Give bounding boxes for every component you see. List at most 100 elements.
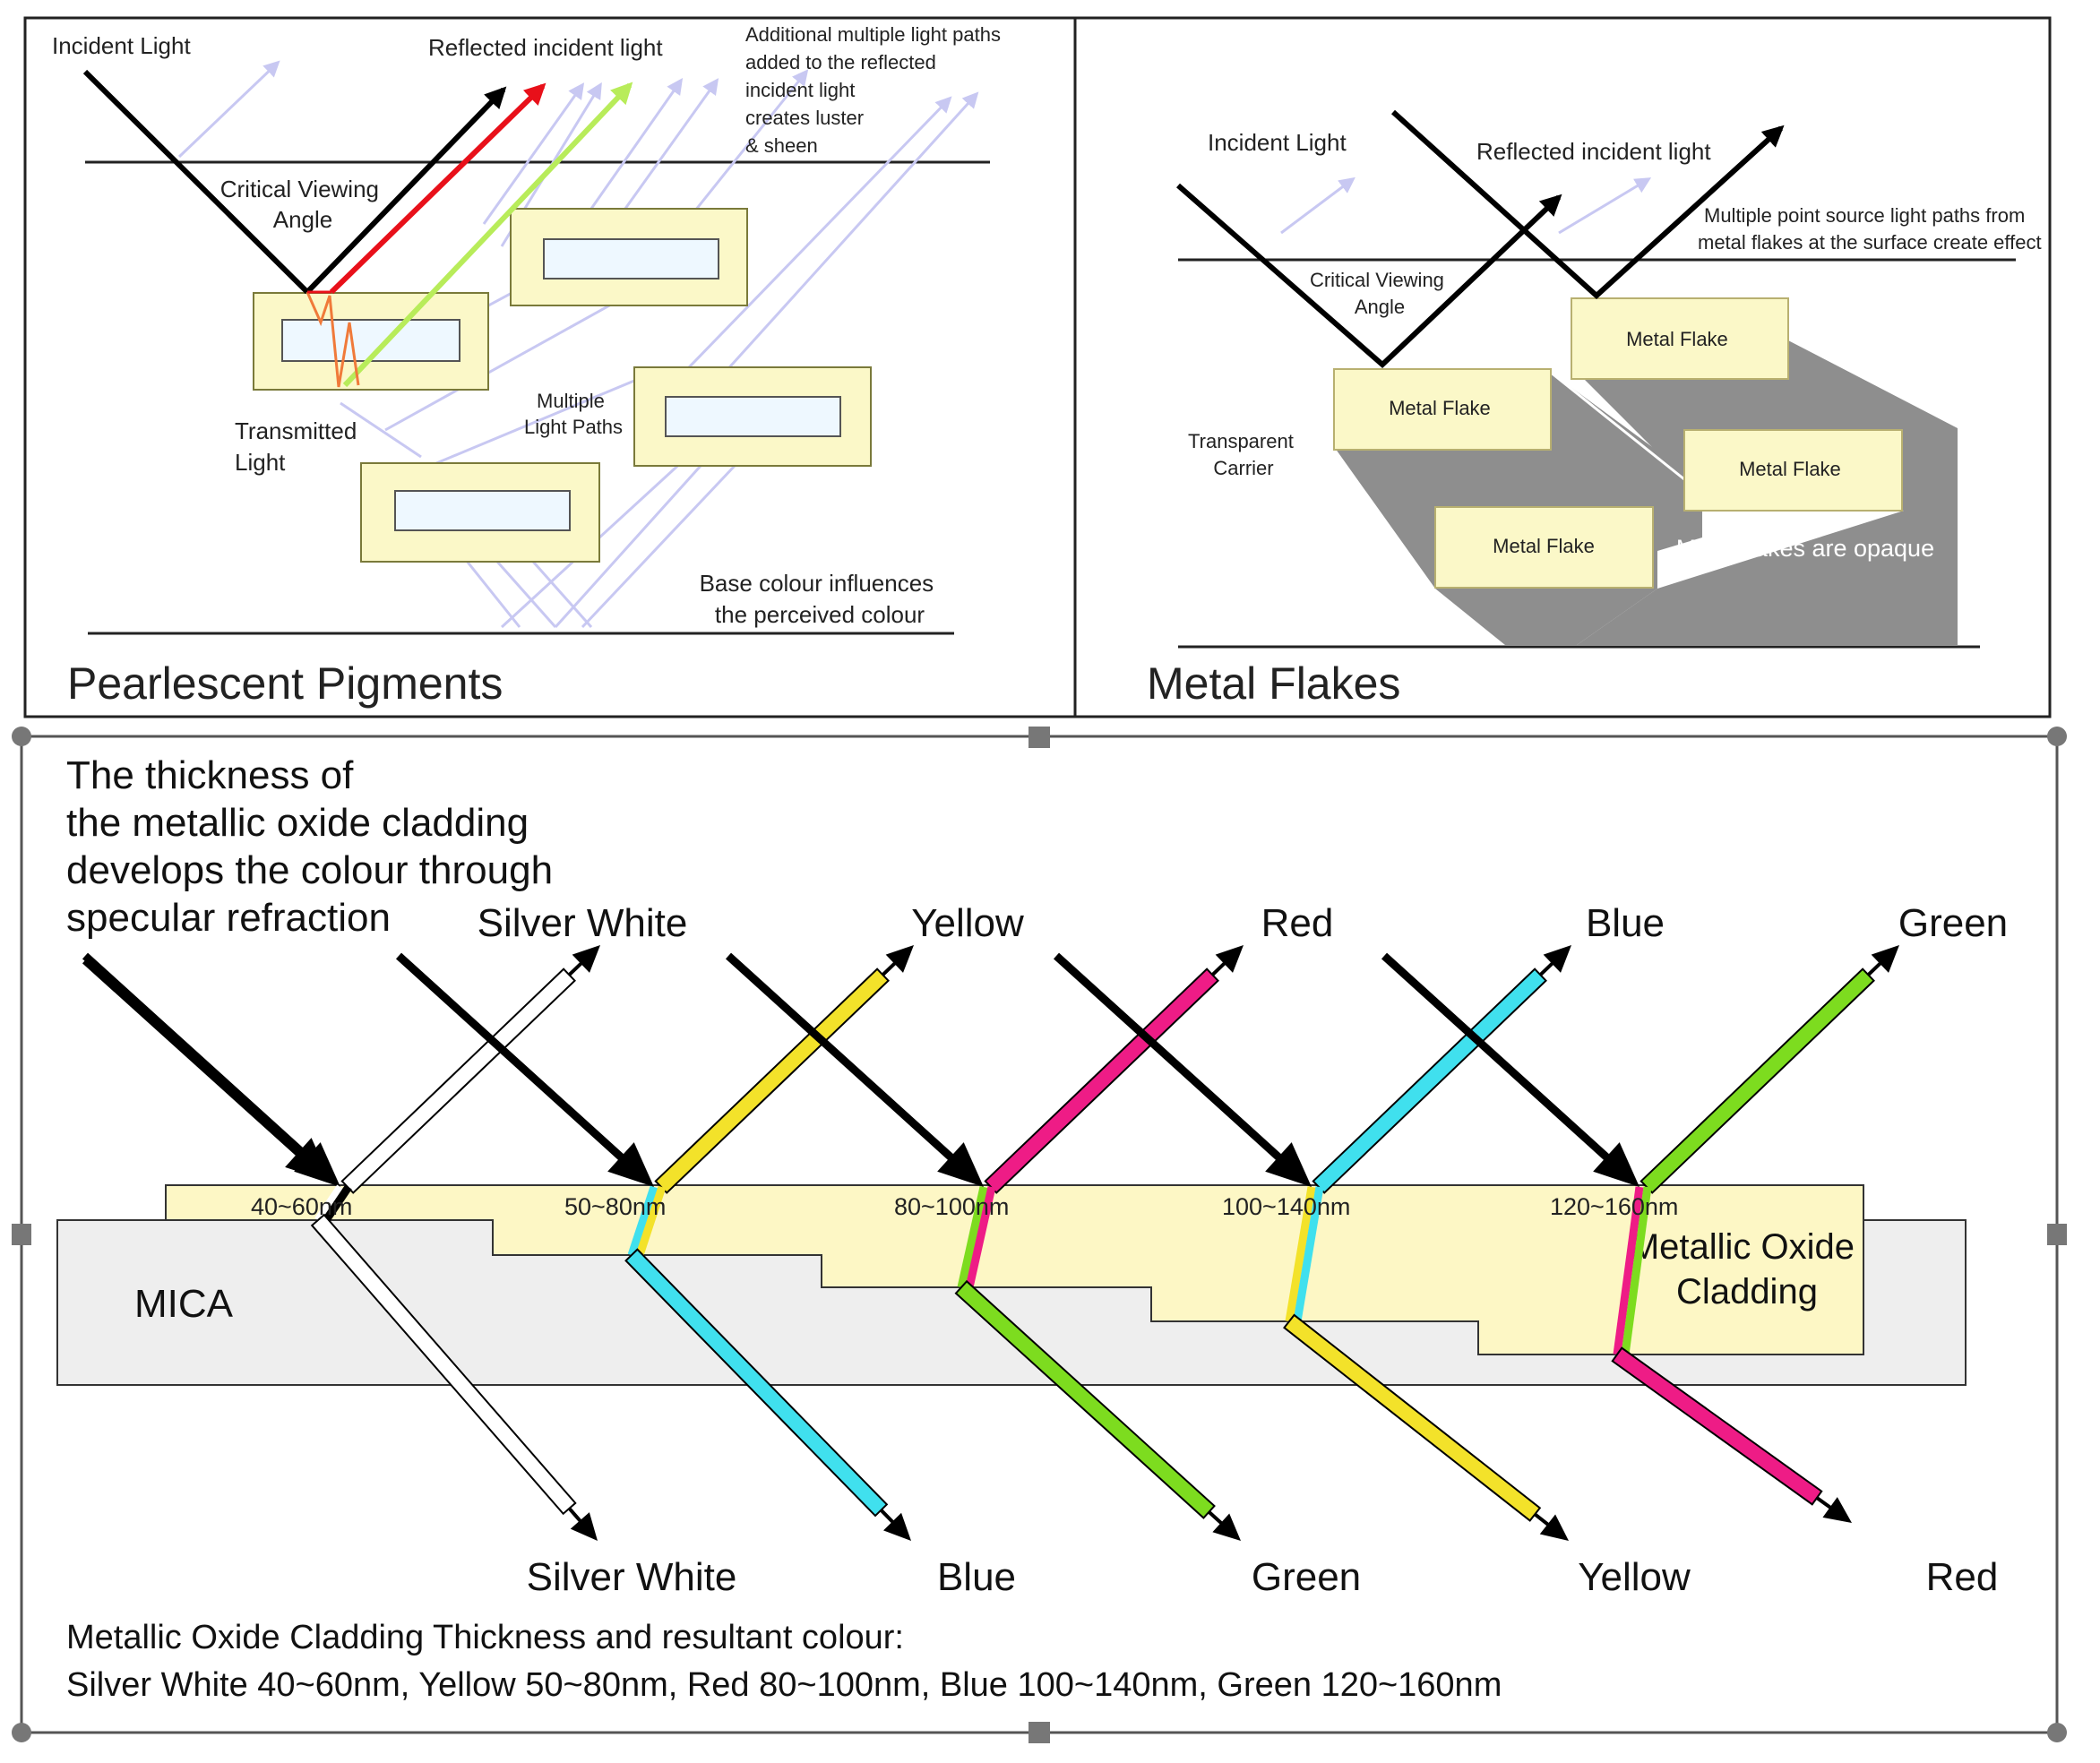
svg-text:The thickness of the met: The thickness of the metallic oxide clad… bbox=[66, 753, 564, 940]
carrier-line: Transparent bbox=[1188, 430, 1294, 452]
base-colour-line: Base colour influences bbox=[700, 570, 934, 597]
pearl-critical-angle-line: Critical Viewing bbox=[220, 176, 379, 202]
reflected-ray bbox=[1312, 945, 1572, 1194]
pearl-incident-ray bbox=[82, 69, 310, 295]
svg-text:Base colour influences t: Base colour influences the perceived col… bbox=[700, 570, 941, 628]
metal-reflected-label: Reflected incident light bbox=[1476, 138, 1711, 165]
svg-text:Multiple point source light pa: Multiple point source light paths from m… bbox=[1698, 204, 2042, 254]
multiple-paths-line: Light Paths bbox=[524, 416, 623, 438]
metal-flake-label: Metal Flake bbox=[1493, 535, 1595, 557]
summary-line: Metallic Oxide Cladding Thickness and re… bbox=[66, 1619, 904, 1656]
point-source-line: Multiple point source light paths from bbox=[1704, 204, 2025, 227]
metal-flake bbox=[1434, 506, 1654, 589]
svg-text:Metallic Oxide Cladding: Metallic Oxide Cladding bbox=[1630, 1227, 1864, 1312]
reflected-ray bbox=[340, 945, 601, 1194]
selection-handles bbox=[12, 727, 2067, 1743]
reflected-colour-label: Red bbox=[1261, 901, 1334, 945]
transmitted-ray bbox=[624, 1248, 911, 1541]
transmitted-light-line: Light bbox=[235, 449, 286, 476]
pearl-flakes bbox=[253, 208, 872, 563]
pearl-red-ray bbox=[329, 82, 547, 295]
cladding-panel: MICA Metallic Oxide Cladding The thickne… bbox=[12, 727, 2067, 1743]
cladding-rays bbox=[82, 945, 1900, 1542]
metal-panel: Metal Flake Metal Flake Metal Flake Meta… bbox=[1147, 109, 2042, 709]
point-source-line: metal flakes at the surface create effec… bbox=[1698, 231, 2042, 254]
reflected-ray bbox=[1640, 945, 1900, 1194]
metal-title: Metal Flakes bbox=[1147, 658, 1400, 709]
pearl-orange-refraction bbox=[306, 291, 360, 388]
refraction-segment bbox=[1621, 1186, 1652, 1355]
reflected-colour-label: Blue bbox=[1586, 901, 1665, 945]
svg-text:Transparent Carrier: Transparent Carrier bbox=[1188, 430, 1299, 479]
svg-text:Critical Viewing Angle: Critical Viewing Angle bbox=[1310, 269, 1450, 318]
incident-ray bbox=[725, 952, 985, 1187]
intro-line: specular refraction bbox=[66, 896, 391, 940]
reflected-colour-label: Silver White bbox=[478, 901, 688, 945]
svg-text:Multiple Light Paths: Multiple Light Paths bbox=[524, 390, 623, 438]
metal-incident-label: Incident Light bbox=[1208, 129, 1347, 156]
svg-text:Critical Viewing Angle: Critical Viewing Angle bbox=[220, 176, 386, 233]
oxide-layer bbox=[165, 1184, 1864, 1355]
intro-line: the metallic oxide cladding bbox=[66, 801, 529, 845]
refraction-segment bbox=[323, 1184, 352, 1223]
transmitted-colour-label: Yellow bbox=[1578, 1555, 1691, 1599]
mica-label: MICA bbox=[134, 1282, 234, 1326]
refraction-segment bbox=[314, 1184, 344, 1223]
additional-paths-line: & sheen bbox=[745, 134, 818, 157]
transmitted-ray bbox=[1611, 1346, 1853, 1524]
top-frame bbox=[23, 16, 2052, 718]
pearl-green-ray bbox=[342, 82, 633, 388]
metal-flake-label: Metal Flake bbox=[1389, 397, 1491, 419]
svg-text:Metal Flake Metal Flake: Metal Flake Metal Flake Metal Flake Meta… bbox=[1389, 328, 1846, 557]
pearl-reflected-label: Reflected incident light bbox=[428, 34, 663, 61]
svg-text:Transmitted Light: Transmitted Light bbox=[235, 417, 364, 476]
transmitted-colour-label: Red bbox=[1926, 1555, 1999, 1599]
refraction-segment bbox=[635, 1185, 667, 1257]
intro-line: develops the colour through bbox=[66, 848, 553, 892]
reflected-ray bbox=[984, 945, 1244, 1194]
transmitted-colour-label: Silver White bbox=[527, 1555, 737, 1599]
metal-flake-label: Metal Flake bbox=[1739, 458, 1841, 480]
pearl-reflected-ray bbox=[305, 86, 507, 295]
refraction-segment bbox=[627, 1185, 658, 1257]
opaque-note: Metal flakes are opaque bbox=[1676, 535, 1934, 562]
reflected-colour-label: Green bbox=[1898, 901, 2008, 945]
pearlescent-title: Pearlescent Pigments bbox=[67, 658, 503, 709]
metal-incident-reflected-1 bbox=[1176, 183, 1562, 369]
metal-flake bbox=[1683, 429, 1903, 512]
pearl-incident-label: Incident Light bbox=[52, 32, 191, 59]
metal-incident-reflected-2 bbox=[1390, 109, 1785, 300]
transmitted-ray bbox=[1283, 1313, 1570, 1542]
svg-text:Metallic Oxide Cladding Thickn: Metallic Oxide Cladding Thickness and re… bbox=[66, 1619, 1502, 1704]
pearlescent-panel: Incident Light Reflected incident light … bbox=[52, 23, 1006, 709]
metal-flake bbox=[1333, 368, 1552, 451]
intro-line: The thickness of bbox=[66, 753, 354, 797]
refraction-segment bbox=[957, 1186, 988, 1288]
additional-paths-line: creates luster bbox=[745, 107, 864, 129]
transmitted-ray bbox=[310, 1213, 598, 1542]
refraction-segment bbox=[1293, 1186, 1324, 1322]
multiple-paths-line: Multiple bbox=[537, 390, 605, 412]
thickness-label: 50~80nm bbox=[564, 1193, 666, 1220]
intro-incident-ray bbox=[82, 957, 331, 1183]
oxide-label-line: Metallic Oxide bbox=[1630, 1227, 1855, 1267]
metal-critical-angle-line: Critical Viewing bbox=[1310, 269, 1444, 291]
thickness-label: 120~160nm bbox=[1550, 1193, 1678, 1220]
additional-paths-line: added to the reflected bbox=[745, 51, 936, 73]
svg-text:Additional multiple light path: Additional multiple light paths added to… bbox=[745, 23, 1006, 157]
pearl-critical-angle-line: Angle bbox=[273, 206, 333, 233]
thickness-label: 80~100nm bbox=[894, 1193, 1009, 1220]
transmitted-light-line: Transmitted bbox=[235, 417, 357, 444]
incident-ray bbox=[1053, 952, 1312, 1187]
transmitted-colour-label: Green bbox=[1252, 1555, 1361, 1599]
carrier-line: Carrier bbox=[1213, 457, 1273, 479]
incident-ray bbox=[1381, 952, 1640, 1187]
incident-ray bbox=[395, 952, 655, 1187]
additional-paths-line: Additional multiple light paths bbox=[745, 23, 1001, 46]
reflected-colour-label: Yellow bbox=[911, 901, 1024, 945]
refraction-segment bbox=[1285, 1186, 1316, 1322]
thickness-label: 40~60nm bbox=[251, 1193, 352, 1220]
refraction-segment bbox=[1613, 1186, 1644, 1355]
